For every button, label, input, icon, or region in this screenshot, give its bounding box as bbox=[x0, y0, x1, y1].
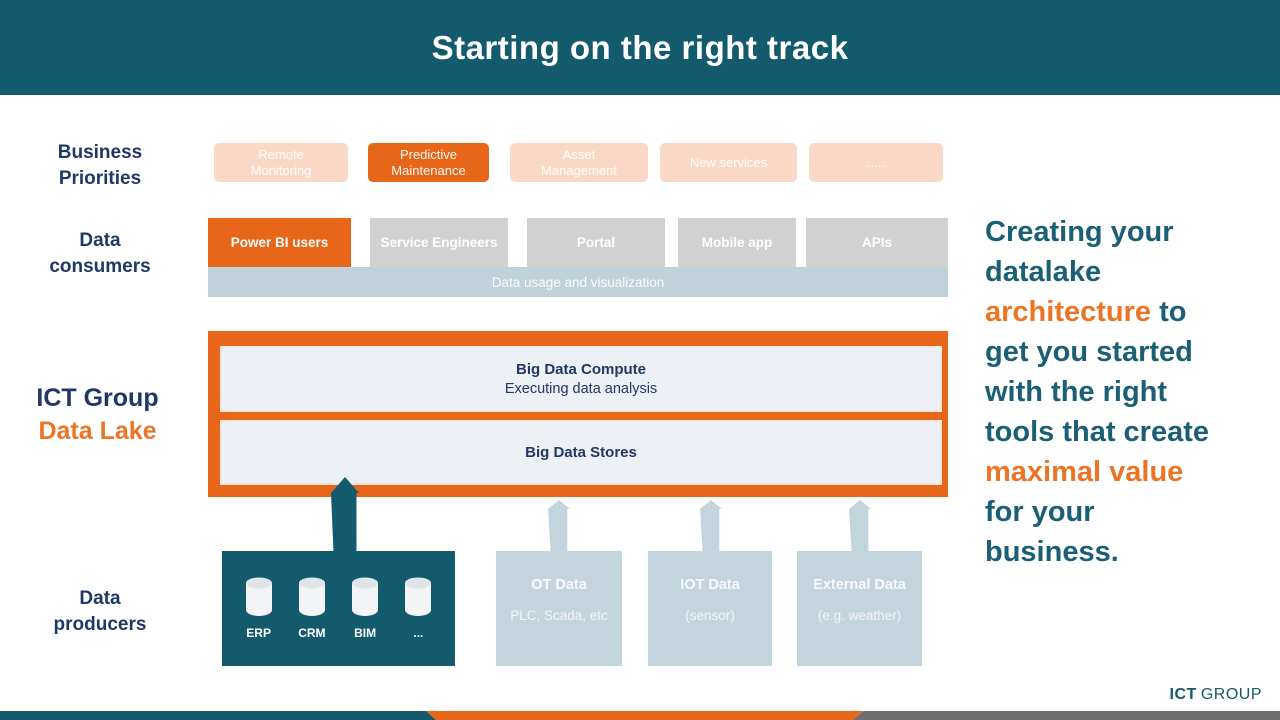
row-label-ict-group-data-lake: ICT Group Data Lake bbox=[10, 382, 185, 448]
db-item-crm: CRM bbox=[298, 577, 326, 640]
producer-box-ot-data: OT Data PLC, Scada, etc bbox=[496, 551, 622, 666]
producer-subtitle: (sensor) bbox=[685, 608, 735, 623]
row-label-business-priorities: Business Priorities bbox=[57, 142, 143, 189]
consumer-box-apis: APIs bbox=[806, 218, 948, 267]
slide-title: Starting on the right track bbox=[431, 29, 849, 66]
arrow-up-ot-data-icon bbox=[548, 500, 570, 553]
consumer-box-mobile-app: Mobile app bbox=[678, 218, 796, 267]
big-data-stores-title: Big Data Stores bbox=[525, 443, 637, 461]
producer-subtitle: PLC, Scada, etc bbox=[510, 608, 608, 623]
db-item-erp: ERP bbox=[245, 577, 273, 640]
sidebar-message-segment: maximal value bbox=[985, 456, 1184, 488]
database-cylinder-icon bbox=[352, 577, 379, 616]
producer-box-iot-data: IOT Data (sensor) bbox=[648, 551, 772, 666]
producer-title: OT Data bbox=[531, 577, 587, 593]
bottom-bar-gray-segment bbox=[853, 711, 1280, 720]
consumer-box-portal: Portal bbox=[527, 218, 665, 267]
db-label: ... bbox=[413, 626, 424, 640]
priority-pill-more: ..... bbox=[809, 143, 943, 182]
big-data-compute-box: Big Data Compute Executing data analysis bbox=[222, 348, 940, 410]
sidebar-message: Creating your datalake architecture to g… bbox=[985, 212, 1245, 572]
priority-pill-new-services: New services bbox=[660, 143, 797, 182]
database-cylinder-icon bbox=[298, 577, 325, 616]
data-lake-label: Data Lake bbox=[38, 417, 157, 445]
db-item-bim: BIM bbox=[351, 577, 379, 640]
database-cylinder-icon bbox=[245, 577, 272, 616]
db-item-more: ... bbox=[404, 577, 432, 640]
bottom-accent-bar bbox=[0, 711, 1280, 720]
sidebar-message-segment: to get you started with the right tools … bbox=[985, 296, 1209, 448]
data-usage-bar: Data usage and visualization bbox=[208, 267, 948, 297]
bottom-bar-orange-segment bbox=[426, 711, 863, 720]
arrow-up-iot-data-icon bbox=[700, 500, 722, 553]
producer-box-external-data: External Data (e.g. weather) bbox=[797, 551, 922, 666]
consumer-box-service-engineers: Service Engineers bbox=[370, 218, 508, 267]
sidebar-message-segment: for your business. bbox=[985, 496, 1119, 568]
arrow-up-internal-data-icon bbox=[331, 477, 359, 553]
row-label-data-producers: Data producers bbox=[53, 588, 147, 635]
sidebar-message-segment: architecture bbox=[985, 296, 1152, 328]
priority-pill-predictive-maintenance: Predictive Maintenance bbox=[368, 143, 489, 182]
producer-subtitle: (e.g. weather) bbox=[817, 608, 902, 623]
header-bar: Starting on the right track bbox=[0, 0, 1280, 95]
big-data-compute-subtitle: Executing data analysis bbox=[504, 380, 658, 397]
db-label: CRM bbox=[298, 626, 326, 640]
priority-pill-asset-management: Asset Management bbox=[510, 143, 648, 182]
ict-group-label: ICT Group bbox=[36, 384, 159, 412]
db-label: BIM bbox=[354, 626, 377, 640]
logo-light-part: GROUP bbox=[1200, 686, 1262, 703]
consumer-box-power-bi-users: Power BI users bbox=[208, 218, 351, 267]
bottom-bar-teal-segment bbox=[0, 711, 436, 720]
big-data-compute-title: Big Data Compute bbox=[515, 360, 646, 378]
sidebar-message-segment: Creating your datalake bbox=[985, 216, 1174, 288]
producer-title: External Data bbox=[813, 577, 906, 593]
logo-bold-part: ICT bbox=[1169, 686, 1197, 703]
producer-title: IOT Data bbox=[680, 577, 740, 593]
arrow-up-external-data-icon bbox=[849, 500, 871, 553]
priority-pill-remote-monitoring: Remote Monitoring bbox=[214, 143, 348, 182]
db-label: ERP bbox=[246, 626, 271, 640]
row-label-data-consumers: Data consumers bbox=[49, 230, 151, 277]
producer-box-internal-systems: ERP CRM BIM ... bbox=[222, 551, 455, 666]
database-cylinder-icon bbox=[405, 577, 432, 616]
big-data-stores-box: Big Data Stores bbox=[222, 422, 940, 483]
